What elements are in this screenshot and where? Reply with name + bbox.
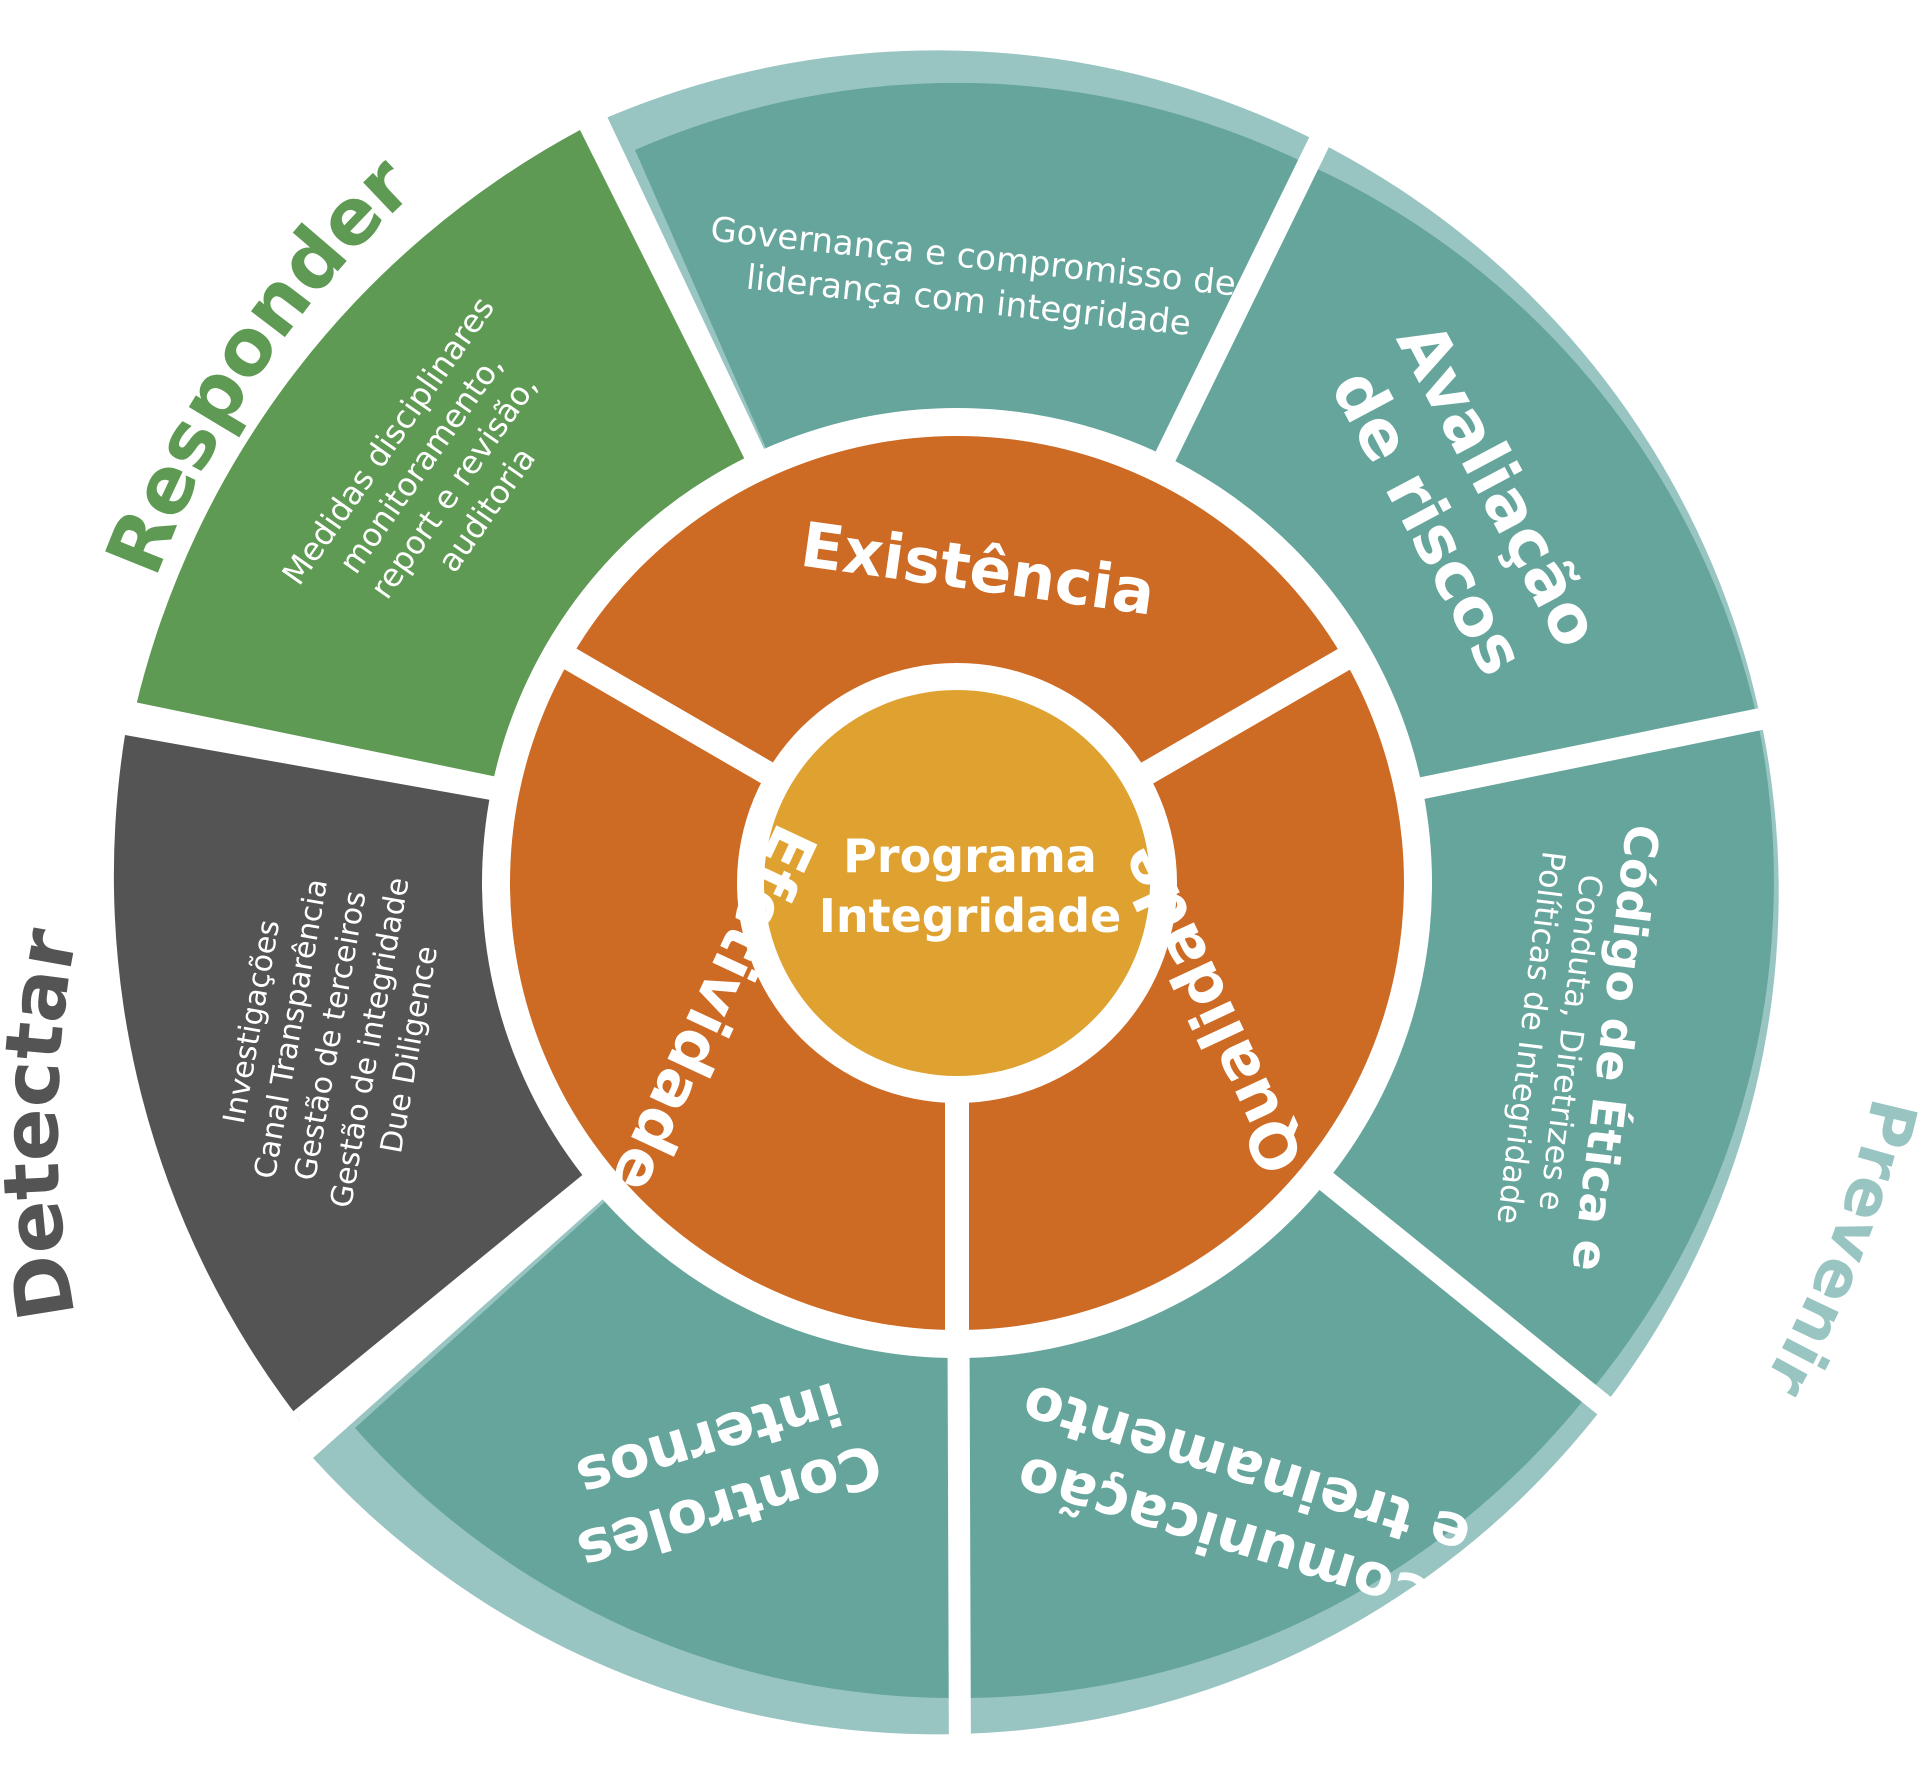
center-circle [764, 690, 1150, 1076]
center-title-line2: Integridade [819, 889, 1122, 943]
text-codigo: Código de Ética e Conduta, Diretrizes e … [1489, 822, 1669, 1275]
phase-prevenir: Prevenir [1750, 1092, 1920, 1409]
center-title-line1: Programa [843, 829, 1097, 883]
text-detectar-items: Investigações Canal Transparência Gestão… [217, 875, 445, 1211]
phase-prevenir-path: Prevenir [1750, 1092, 1920, 1409]
phase-detectar: Detectar [0, 922, 95, 1327]
phase-detectar-path: Detectar [0, 922, 95, 1327]
